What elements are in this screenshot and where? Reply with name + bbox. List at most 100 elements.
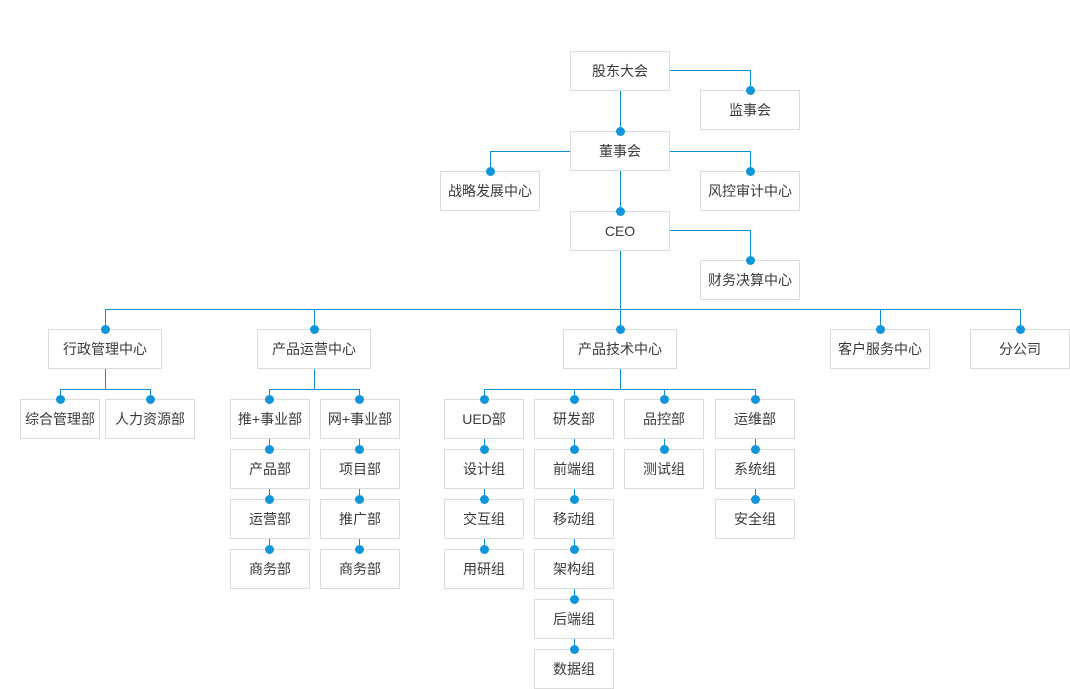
edge-frontend-to-mobile (574, 489, 575, 499)
edge-interaction-to-userresearch (484, 539, 485, 549)
node-qc-dept[interactable]: 品控部 (624, 399, 704, 439)
node-admin-center[interactable]: 行政管理中心 (48, 329, 162, 369)
edge-producttech-to-ued (484, 389, 485, 399)
node-mobile-group[interactable]: 移动组 (534, 499, 614, 539)
node-branch-company[interactable]: 分公司 (970, 329, 1070, 369)
node-finance-center[interactable]: 财务决算中心 (700, 260, 800, 300)
connector-dot-business-right (355, 545, 364, 554)
edge-producttech-to-qc (664, 389, 665, 399)
edge-productops-stem (314, 369, 315, 389)
edge-admin-to-hr (150, 389, 151, 399)
node-backend-group[interactable]: 后端组 (534, 599, 614, 639)
node-tui-division[interactable]: 推+事业部 (230, 399, 310, 439)
node-strategy-center[interactable]: 战略发展中心 (440, 171, 540, 211)
node-data-group[interactable]: 数据组 (534, 649, 614, 689)
connector-dot-test-group (660, 445, 669, 454)
node-product-tech-center[interactable]: 产品技术中心 (563, 329, 677, 369)
edge-producttech-to-rd (574, 389, 575, 399)
node-operations-dept[interactable]: 运营部 (230, 499, 310, 539)
connector-dot-product-ops (310, 325, 319, 334)
edge-promotion-to-business (359, 539, 360, 549)
node-business-dept-right[interactable]: 商务部 (320, 549, 400, 589)
connector-dot-project-dept (355, 445, 364, 454)
node-risk-audit-center[interactable]: 风控审计中心 (700, 171, 800, 211)
connector-dot-admin (101, 325, 110, 334)
node-ops-maint-dept[interactable]: 运维部 (715, 399, 795, 439)
node-test-group[interactable]: 测试组 (624, 449, 704, 489)
edge-admin-bus (60, 389, 150, 390)
connector-dot-risk (746, 167, 755, 176)
connector-dot-strategy (486, 167, 495, 176)
connector-dot-finance (746, 256, 755, 265)
connector-dot-backend-group (570, 595, 579, 604)
node-architecture-group[interactable]: 架构组 (534, 549, 614, 589)
edge-opsmaint-to-system (755, 439, 756, 449)
edge-level3-bus (105, 309, 1020, 310)
edge-product-to-operations (269, 489, 270, 499)
edge-bus-to-product-tech (620, 309, 621, 329)
connector-dot-operations-dept (265, 495, 274, 504)
node-business-dept-left[interactable]: 商务部 (230, 549, 310, 589)
connector-dot-architecture-group (570, 545, 579, 554)
edge-shareholders-to-supervisory (670, 70, 750, 71)
edge-ceo-to-finance-drop (750, 230, 751, 260)
connector-dot-business-left (265, 545, 274, 554)
edge-productops-to-tui (269, 389, 270, 399)
connector-dot-mobile-group (570, 495, 579, 504)
edge-backend-to-data (574, 639, 575, 649)
node-system-group[interactable]: 系统组 (715, 449, 795, 489)
node-customer-service-center[interactable]: 客户服务中心 (830, 329, 930, 369)
connector-dot-wang (355, 395, 364, 404)
connector-dot-supervisory (746, 86, 755, 95)
connector-dot-design-group (480, 445, 489, 454)
edge-system-to-security (755, 489, 756, 499)
connector-dot-promotion-dept (355, 495, 364, 504)
node-security-group[interactable]: 安全组 (715, 499, 795, 539)
edge-ceo-to-finance (670, 230, 750, 231)
node-board-of-directors[interactable]: 董事会 (570, 131, 670, 171)
edge-admin-to-general (60, 389, 61, 399)
connector-dot-product-dept (265, 445, 274, 454)
edge-wang-to-project (359, 439, 360, 449)
edge-producttech-to-opsmaint (755, 389, 756, 399)
node-design-group[interactable]: 设计组 (444, 449, 524, 489)
edge-productops-to-wang (359, 389, 360, 399)
edge-ceo-to-bus (620, 251, 621, 309)
node-ued-dept[interactable]: UED部 (444, 399, 524, 439)
node-frontend-group[interactable]: 前端组 (534, 449, 614, 489)
edge-admin-stem (105, 369, 106, 389)
edge-bus-to-branch (1020, 309, 1021, 329)
node-product-dept[interactable]: 产品部 (230, 449, 310, 489)
node-rd-dept[interactable]: 研发部 (534, 399, 614, 439)
node-user-research-group[interactable]: 用研组 (444, 549, 524, 589)
edge-tui-to-product (269, 439, 270, 449)
edge-qc-to-test (664, 439, 665, 449)
connector-dot-customer-service (876, 325, 885, 334)
edge-productops-bus (269, 389, 359, 390)
edge-shareholders-to-supervisory-drop (750, 70, 751, 90)
node-general-admin-dept[interactable]: 综合管理部 (20, 399, 100, 439)
node-hr-dept[interactable]: 人力资源部 (105, 399, 195, 439)
node-wang-division[interactable]: 网+事业部 (320, 399, 400, 439)
connector-dot-ued (480, 395, 489, 404)
node-ceo[interactable]: CEO (570, 211, 670, 251)
connector-dot-tui (265, 395, 274, 404)
connector-dot-ops-maint (751, 395, 760, 404)
edge-operations-to-business (269, 539, 270, 549)
connector-dot-ceo (616, 207, 625, 216)
node-project-dept[interactable]: 项目部 (320, 449, 400, 489)
node-supervisory-board[interactable]: 监事会 (700, 90, 800, 130)
edge-mobile-to-architecture (574, 539, 575, 549)
edge-project-to-promotion (359, 489, 360, 499)
node-product-ops-center[interactable]: 产品运营中心 (257, 329, 371, 369)
connector-dot-data-group (570, 645, 579, 654)
node-promotion-dept[interactable]: 推广部 (320, 499, 400, 539)
edge-board-to-strategy-drop (490, 151, 491, 171)
connector-dot-branch (1016, 325, 1025, 334)
edge-design-to-interaction (484, 489, 485, 499)
edge-bus-to-admin (105, 309, 106, 329)
connector-dot-board (616, 127, 625, 136)
node-shareholders-meeting[interactable]: 股东大会 (570, 51, 670, 91)
edge-board-to-risk-drop (750, 151, 751, 171)
node-interaction-group[interactable]: 交互组 (444, 499, 524, 539)
